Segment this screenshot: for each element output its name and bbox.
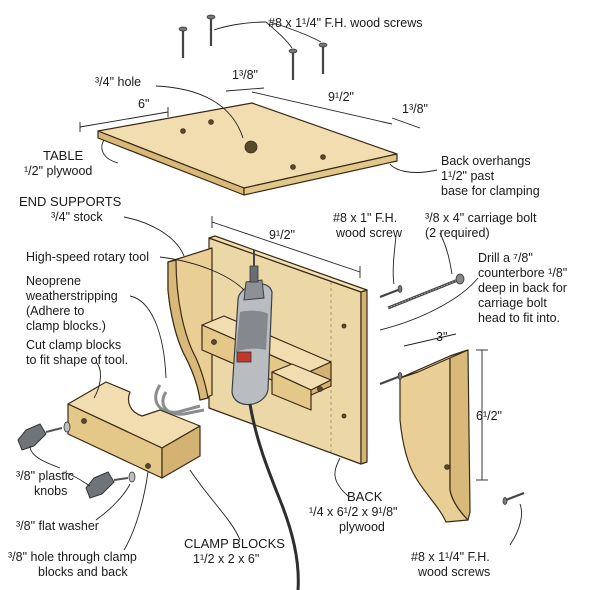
plastic-knob-icon — [85, 471, 129, 499]
front-clamp-end — [161, 425, 201, 479]
end-support-side — [167, 259, 209, 401]
label-neoprene-2: weatherstripping — [25, 289, 118, 303]
front-clamp-block — [67, 381, 201, 479]
table-center-hole — [244, 140, 258, 154]
screw-hole — [180, 128, 186, 134]
front-clamp-block-mounted — [271, 363, 332, 411]
label-neoprene-3: (Adhere to — [26, 304, 84, 318]
label-clamp-dims: 1¹/2 x 2 x 6" — [193, 552, 259, 566]
label-cut-blocks-2: to fit shape of tool. — [26, 353, 128, 367]
rotary-tool-nose — [243, 279, 265, 301]
dimension-lines — [79, 87, 488, 481]
dim-1-3-8-top: 1³/8" — [232, 68, 258, 82]
screw-icon — [178, 26, 188, 58]
label-drill-4: carriage bolt — [478, 296, 547, 310]
label-clamp-blocks: CLAMP BLOCKS — [184, 536, 285, 551]
clamp-hole — [317, 386, 323, 392]
neoprene-strips — [154, 384, 205, 416]
label-screws-bottom-1: #8 x 1¹/4" F.H. — [411, 550, 490, 564]
label-hole-through-1: ³/8" hole through clamp — [8, 550, 137, 564]
back-screw-hole — [341, 323, 347, 329]
label-back-material: plywood — [339, 520, 385, 534]
table-plywood — [97, 102, 398, 196]
rotary-tool-collet — [249, 265, 259, 283]
flat-washer-icon — [128, 471, 136, 483]
label-washer: ³/8" flat washer — [16, 519, 99, 533]
label-back-overhangs-2: 1¹/2" past — [441, 169, 495, 183]
dim-6-1-2: 6¹/2" — [476, 409, 502, 423]
label-end-supports: END SUPPORTS — [19, 194, 122, 209]
dim-3: 3" — [436, 330, 447, 344]
rotary-tool — [231, 250, 300, 590]
label-drill-3: deep in back for — [478, 281, 567, 295]
label-knobs-1: ³/8" plastic — [16, 469, 74, 483]
right-support-side — [449, 349, 471, 521]
screw-icon — [502, 491, 525, 505]
label-drill-5: head to fit into. — [478, 311, 560, 325]
label-screws-top: #8 x 1¹/4" F.H. wood screws — [268, 16, 423, 30]
label-back: BACK — [347, 489, 383, 504]
label-neoprene-1: Neoprene — [26, 274, 81, 288]
back-screw-hole — [341, 413, 347, 419]
right-support-top — [399, 349, 469, 379]
left-end-support — [167, 247, 213, 401]
rotary-tool-switch — [236, 351, 252, 363]
label-screw-1in-1: #8 x 1" F.H. — [333, 211, 397, 225]
label-knobs-2: knobs — [34, 484, 67, 498]
label-back-overhangs-1: Back overhangs — [441, 154, 531, 168]
screw-hole — [208, 119, 214, 125]
label-back-dims: ¹/4 x 6¹/2 x 9¹/8" — [309, 505, 398, 519]
label-end-supports-stock: ³/4" stock — [51, 210, 103, 224]
back-top-edge — [208, 235, 368, 293]
top-wood-screws — [178, 14, 328, 80]
screw-hole — [320, 154, 326, 160]
dim-6: 6" — [138, 97, 149, 111]
carriage-bolt — [387, 273, 465, 310]
right-support-hole — [444, 464, 450, 470]
clamp-hole — [81, 418, 87, 424]
label-hole-through-2: blocks and back — [38, 565, 128, 579]
label-drill-2: counterbore ¹/8" — [478, 266, 567, 280]
front-clamp-top — [67, 381, 201, 449]
screw-icon — [379, 372, 403, 386]
label-screws-bottom-2: wood screws — [417, 565, 490, 579]
rotary-tool-grip — [236, 310, 268, 352]
back-right-edge — [360, 289, 368, 465]
label-table-material: ¹/2" plywood — [24, 164, 92, 178]
screw-icon — [288, 48, 298, 80]
right-end-support — [399, 349, 471, 523]
label-screw-1in-2: wood screw — [335, 226, 403, 240]
label-drill-1: Drill a ⁷/8" — [478, 251, 533, 265]
clamp-hole — [211, 339, 217, 345]
table-right-edge — [243, 153, 398, 196]
flat-washer-icon — [63, 421, 71, 433]
label-neoprene-4: clamp blocks.) — [26, 319, 106, 333]
label-back-overhangs-3: base for clamping — [441, 184, 540, 198]
screw-hole — [290, 164, 296, 170]
screw-icon — [379, 285, 403, 299]
dim-9-1-2-back: 9¹/2" — [269, 228, 295, 242]
label-carriage-1: ³/8 x 4" carriage bolt — [425, 211, 537, 225]
rotary-tool-cord — [248, 403, 300, 590]
dim-9-1-2-top: 9¹/2" — [328, 90, 354, 104]
screw-icon — [318, 42, 328, 74]
leader-lines — [29, 85, 522, 551]
plastic-knob-icon — [17, 423, 63, 451]
label-hole: ³/4" hole — [95, 75, 141, 89]
label-carriage-2: (2 required) — [425, 226, 490, 240]
screw-icon — [206, 14, 216, 46]
dim-1-3-8-right: 1³/8" — [402, 102, 428, 116]
labels: #8 x 1¹/4" F.H. wood screws ³/4" hole 6"… — [8, 16, 567, 579]
label-table: TABLE — [43, 148, 84, 163]
label-rotary-tool: High-speed rotary tool — [26, 250, 149, 264]
label-cut-blocks-1: Cut clamp blocks — [26, 338, 121, 352]
clamp-hole — [145, 463, 151, 469]
